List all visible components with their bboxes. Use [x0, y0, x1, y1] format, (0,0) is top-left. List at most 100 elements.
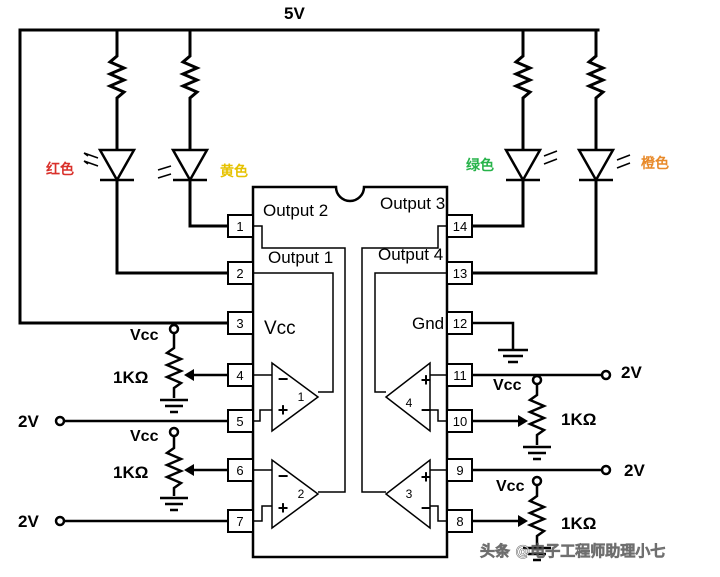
ground-symbol-left-bottom — [160, 496, 188, 512]
pin-3-number: 3 — [236, 316, 243, 331]
internal-pin2-wire — [253, 272, 334, 393]
resistor-label-right-top: 1KΩ — [561, 410, 596, 429]
ic-label-output-3: Output 3 — [380, 194, 445, 213]
wire-orange-to-pin13 — [470, 178, 598, 275]
wiper-arrow-right-bottom — [518, 515, 528, 527]
opamp-4-minus: − — [421, 400, 432, 420]
led-label-yellow: 黄色 — [220, 163, 248, 180]
led-green — [503, 148, 543, 183]
pin-1-number: 1 — [236, 219, 243, 234]
vcc-label-left-top: Vcc — [130, 327, 159, 344]
vcc-label-left-bottom: Vcc — [130, 428, 159, 445]
opamp-3 — [384, 458, 431, 530]
wiper-arrow-right-top — [518, 415, 528, 427]
vcc-label-right-top: Vcc — [493, 377, 522, 394]
internal-pin14-wire — [361, 225, 447, 493]
ic-label-output-1: Output 1 — [268, 248, 333, 267]
pot-left-bottom — [163, 436, 185, 496]
wire-green-to-pin14 — [470, 178, 525, 228]
wire-yellow-to-pin1 — [188, 178, 230, 228]
pot-left-top — [163, 333, 185, 398]
ref-voltage-label-pin9: 2V — [624, 461, 645, 480]
led-label-orange: 橙色 — [641, 155, 669, 172]
ref-node-pin9 — [600, 464, 612, 476]
supply-rail-left — [18, 28, 230, 325]
opamp-1-number: 1 — [298, 390, 305, 404]
opamp-4 — [384, 361, 431, 433]
supply-label: 5V — [284, 4, 305, 23]
wiper-arrow-left-top — [184, 369, 194, 381]
pin-12-number: 12 — [453, 316, 467, 331]
opamp-2-plus: + — [278, 498, 289, 518]
led-label-red: 红色 — [46, 161, 74, 178]
ref-voltage-label-pin7: 2V — [18, 512, 39, 531]
opamp-3-minus: − — [421, 498, 432, 518]
internal-opamp3-inputs — [430, 469, 447, 522]
vcc-node-left-top — [168, 323, 180, 335]
resistor-label-left-bottom: 1KΩ — [113, 463, 148, 482]
pin-3-box — [227, 311, 254, 335]
pin-13-number: 13 — [453, 266, 467, 281]
ground-symbol-left-top — [160, 398, 188, 414]
watermark: 头条 @电子工程师助理小七 — [480, 542, 665, 560]
internal-opamp4-inputs — [430, 374, 447, 422]
led-yellow — [170, 148, 210, 183]
opamp-1-minus: − — [278, 369, 289, 389]
opamp-2-minus: − — [278, 466, 289, 486]
led-light-arrows — [83, 150, 631, 179]
ic-label-vcc: Vcc — [264, 318, 296, 339]
pin-11-number: 11 — [453, 368, 467, 383]
wire-red-to-pin2 — [115, 178, 230, 275]
internal-pin1-wire — [253, 225, 346, 493]
internal-pin13-wire — [374, 272, 447, 393]
opamp-3-plus: + — [421, 467, 432, 487]
pot-right-top — [526, 384, 548, 445]
resistor-drop-red — [106, 28, 128, 152]
ref-node-pin11 — [600, 369, 612, 381]
resistor-label-right-bottom: 1KΩ — [561, 514, 596, 533]
ic-label-output-4: Output 4 — [378, 245, 443, 264]
vcc-node-right-top — [531, 374, 543, 386]
resistor-drop-green — [512, 28, 534, 152]
ic-body — [251, 185, 449, 559]
opamp-3-number: 3 — [406, 487, 413, 501]
resistor-drop-yellow — [179, 28, 201, 152]
internal-opamp1-inputs — [253, 374, 272, 422]
pin-7-number: 7 — [236, 514, 243, 529]
opamp-1-plus: + — [278, 400, 289, 420]
internal-opamp2-inputs — [253, 469, 272, 522]
pin-5-number: 5 — [236, 414, 243, 429]
pin-6-number: 6 — [236, 463, 243, 478]
resistor-drop-orange — [585, 28, 607, 152]
opamp-4-number: 4 — [406, 396, 413, 410]
opamp-2 — [271, 458, 320, 530]
pot-right-bottom — [526, 485, 548, 546]
vcc-node-left-bottom — [168, 426, 180, 438]
ground-symbol-right-top — [523, 445, 551, 461]
opamp-4-plus: + — [421, 370, 432, 390]
pin-4-number: 4 — [236, 368, 243, 383]
pin-2-number: 2 — [236, 266, 243, 281]
led-label-green: 绿色 — [466, 157, 494, 174]
led-orange — [576, 148, 616, 183]
pin-10-number: 10 — [453, 414, 467, 429]
ic-label-output-2: Output 2 — [263, 201, 328, 220]
ground-symbol-right-bottom — [523, 546, 551, 562]
wiper-arrow-left-bottom — [184, 464, 194, 476]
led-red — [97, 148, 137, 183]
ref-voltage-label-pin11: 2V — [621, 363, 642, 382]
opamp-2-number: 2 — [298, 487, 305, 501]
ground-symbol-right — [498, 348, 528, 364]
ref-node-pin5 — [54, 415, 66, 427]
vcc-label-right-bottom: Vcc — [496, 478, 525, 495]
pin-8-number: 8 — [456, 514, 463, 529]
ic-label-gnd: Gnd — [412, 314, 444, 333]
gnd-wire — [472, 321, 515, 350]
ref-voltage-label-pin5: 2V — [18, 412, 39, 431]
resistor-label-left-top: 1KΩ — [113, 368, 148, 387]
pin-9-number: 9 — [456, 463, 463, 478]
vcc-node-right-bottom — [531, 475, 543, 487]
opamp-1 — [271, 361, 320, 433]
